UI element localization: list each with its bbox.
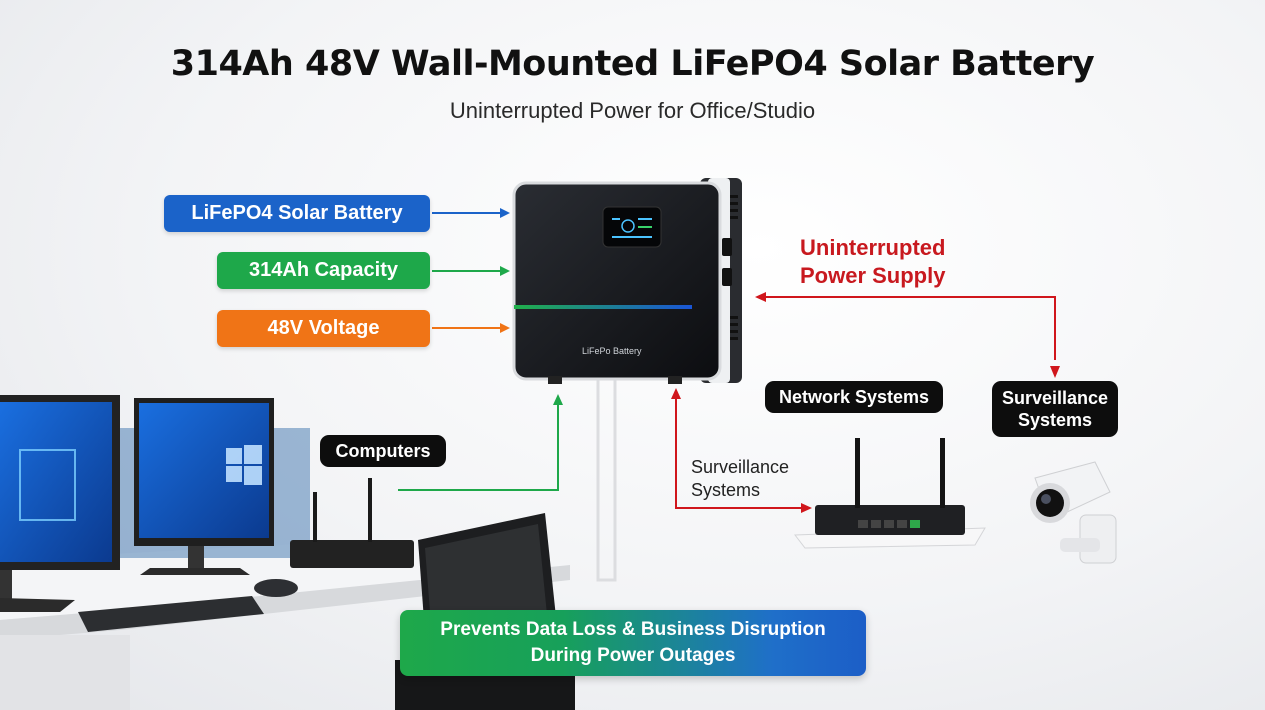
ups-label-line2: Power Supply bbox=[800, 263, 946, 288]
bottom-banner: Prevents Data Loss & Business Disruption… bbox=[400, 610, 866, 676]
surveillance-caption-line2: Systems bbox=[691, 480, 761, 500]
banner-line2: During Power Outages bbox=[530, 645, 736, 666]
ups-label-line1: Uninterrupted bbox=[800, 235, 946, 260]
connector-arrows bbox=[398, 208, 1060, 513]
surveillance-label-line2: Systems bbox=[1017, 410, 1093, 430]
battery-brand-text: LiFePo Battery bbox=[582, 346, 642, 356]
computers-label-text: Computers bbox=[335, 441, 431, 461]
feature-label-text: LiFePO4 Solar Battery bbox=[191, 202, 403, 224]
ups-label: Uninterrupted Power Supply bbox=[800, 234, 945, 290]
wall-cable bbox=[596, 380, 617, 582]
feature-label-text: 48V Voltage bbox=[267, 317, 380, 339]
battery-unit bbox=[512, 178, 742, 384]
surveillance-caption-line1: Surveillance bbox=[691, 457, 790, 477]
feature-label-text: 314Ah Capacity bbox=[249, 259, 398, 281]
network-systems-label: Network Systems bbox=[765, 381, 943, 413]
feature-label-lifepo4: LiFePO4 Solar Battery bbox=[164, 195, 430, 232]
surveillance-systems-label: Surveillance Systems bbox=[992, 381, 1118, 437]
banner-line1: Prevents Data Loss & Business Disruption bbox=[440, 619, 826, 640]
feature-label-capacity: 314Ah Capacity bbox=[217, 252, 430, 289]
computers-label: Computers bbox=[320, 435, 446, 467]
feature-label-voltage: 48V Voltage bbox=[217, 310, 430, 347]
security-camera bbox=[1030, 461, 1117, 564]
surveillance-systems-caption: Surveillance Systems bbox=[691, 456, 789, 502]
surveillance-label-line1: Surveillance bbox=[1001, 388, 1109, 408]
page-title: 314Ah 48V Wall-Mounted LiFePO4 Solar Bat… bbox=[170, 44, 1095, 84]
page-subtitle: Uninterrupted Power for Office/Studio bbox=[449, 98, 816, 123]
network-router bbox=[794, 438, 986, 549]
network-systems-label-text: Network Systems bbox=[778, 387, 930, 407]
